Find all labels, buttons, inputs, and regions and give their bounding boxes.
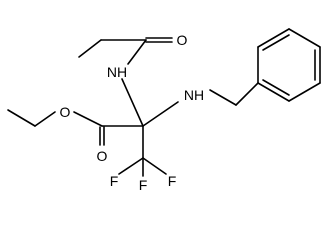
amide-nh-label: NH [107, 64, 127, 80]
bond-oe-ch2 [34, 111, 56, 127]
chemical-structure-diagram: O NH NH O O F F F [7, 28, 321, 193]
bond-ethoxy-ch3 [7, 109, 36, 127]
bond-group [7, 28, 321, 177]
bond-nh2-ch2 [209, 89, 237, 106]
bond-ester-c-oe [73, 111, 103, 127]
carbonyl-oxygen-label: O [97, 148, 108, 164]
amide-oxygen-label: O [177, 32, 188, 48]
bond-c-f3 [142, 157, 167, 175]
bond-center-nh2 [142, 101, 179, 127]
ring-bond-5 [288, 82, 321, 102]
ring-bond-2 [257, 28, 290, 48]
bond-nh-center [121, 78, 144, 127]
amine-nh-label: NH [184, 87, 204, 103]
atom-label-group: O NH NH O O F F F [60, 32, 205, 193]
fluorine-label-1: F [110, 173, 119, 189]
fluorine-label-3: F [168, 173, 177, 189]
ring-inner-double-1 [262, 34, 290, 51]
ring-inner-double-3 [262, 79, 290, 96]
bond-c-f1 [118, 157, 144, 175]
bond-carbonyl-nh [127, 39, 147, 65]
ester-oxygen-label: O [60, 104, 71, 120]
ring-bond-6 [257, 82, 290, 102]
ring-bond-3 [288, 28, 321, 48]
bond-ch2-ring [235, 82, 259, 106]
bond-ethyl-ch3 [78, 39, 102, 58]
fluorine-label-2: F [139, 177, 148, 193]
